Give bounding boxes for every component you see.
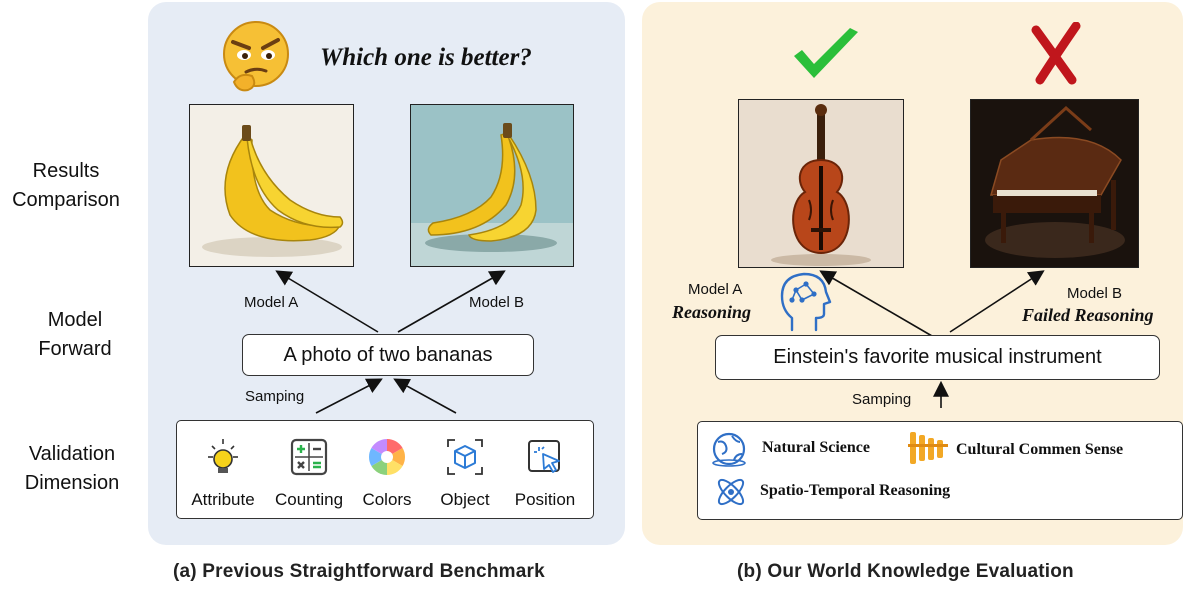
model-b-label: Model B <box>469 294 525 311</box>
caption-a: (a) Previous Straightforward Benchmark <box>173 561 545 582</box>
dimension-object: Object <box>423 421 507 518</box>
dimension-attribute: Attribute <box>181 421 265 518</box>
dimension-counting: Counting <box>267 421 351 518</box>
row-label-line: Forward <box>38 338 112 360</box>
piano-illustration <box>971 100 1138 267</box>
row-label-line: Validation <box>28 443 116 465</box>
knowledge-item-natural-science: Natural Science <box>762 439 870 456</box>
model-b-label: Model B <box>1067 285 1123 302</box>
calculator-icon <box>290 438 328 476</box>
cube-focus-icon <box>447 439 483 475</box>
sampling-label: Samping <box>852 391 912 408</box>
dimension-label: Colors <box>362 490 412 509</box>
banana-image-model-b <box>410 104 574 267</box>
knowledge-item-spatio-temporal: Spatio-Temporal Reasoning <box>760 482 951 499</box>
piano-image-model-b <box>970 99 1139 268</box>
violin-illustration <box>739 100 903 267</box>
dimension-label: Object <box>440 490 490 509</box>
knowledge-dimensions: Natural Science Cultural Commen Sense Sp… <box>697 421 1183 520</box>
row-label-line: Model <box>47 309 103 331</box>
banana-illustration <box>190 105 353 266</box>
brain-head-icon <box>780 272 832 332</box>
globe-icon <box>712 432 746 467</box>
sampling-label: Samping <box>245 388 305 405</box>
dimension-label: Attribute <box>191 490 255 509</box>
prompt-box-a: A photo of two bananas <box>242 334 534 376</box>
check-mark-icon <box>794 28 858 78</box>
thinking-face-icon <box>223 21 289 92</box>
xylophone-icon <box>908 432 948 464</box>
color-wheel-icon <box>368 439 406 475</box>
banana-image-model-a <box>189 104 354 267</box>
dimension-colors: Colors <box>345 421 429 518</box>
validation-dimensions: Attribute Counting Colors <box>176 420 594 519</box>
prompt-box-b: Einstein's favorite musical instrument <box>715 335 1160 380</box>
model-a-label: Model A <box>688 281 743 298</box>
row-label-line: Comparison <box>12 189 120 211</box>
flow-arrows-b <box>819 270 1045 408</box>
reasoning-label: Reasoning <box>672 302 752 322</box>
failed-reasoning-label: Failed Reasoning <box>1022 305 1154 325</box>
lightbulb-icon <box>208 439 238 473</box>
prompt-text: A photo of two bananas <box>283 344 493 366</box>
row-label-forward: Model Forward <box>5 306 145 364</box>
caption-b: (b) Our World Knowledge Evaluation <box>737 561 1074 582</box>
cursor-position-icon <box>528 440 560 473</box>
row-label-line: Dimension <box>24 472 120 494</box>
row-label-validation: Validation Dimension <box>2 440 142 498</box>
prompt-text: Einstein's favorite musical instrument <box>773 346 1102 368</box>
flow-arrows-a <box>275 270 506 414</box>
model-a-label: Model A <box>244 294 299 311</box>
violin-image-model-a <box>738 99 904 268</box>
dimension-label: Position <box>514 490 576 509</box>
dimension-label: Counting <box>274 490 344 509</box>
row-label-line: Results <box>32 160 100 182</box>
dimension-position: Position <box>503 421 587 518</box>
atom-icon <box>717 478 745 506</box>
banana-illustration <box>411 105 573 266</box>
knowledge-item-cultural-common-sense: Cultural Commen Sense <box>956 441 1124 458</box>
question-text: Which one is better? <box>320 44 532 71</box>
cross-mark-icon <box>1031 22 1081 85</box>
row-label-results: Results Comparison <box>0 157 136 215</box>
